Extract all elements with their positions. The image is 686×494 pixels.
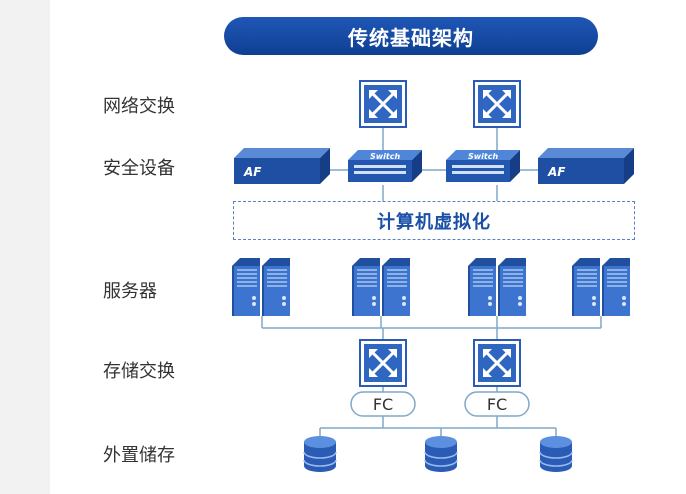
storage-disk-icon: [424, 435, 458, 473]
storage-disk-icon: [539, 435, 573, 473]
firewall-af-device: AF: [234, 148, 330, 184]
firewall-af-device: AF: [538, 148, 634, 184]
label-external-storage: 外置储存: [103, 445, 175, 466]
server-icon: [498, 258, 526, 316]
server-icon: [352, 258, 380, 316]
label-security: 安全设备: [103, 158, 175, 179]
storage-switch-icon: [358, 338, 408, 388]
af-label: AF: [243, 165, 262, 179]
network-switch-icon: [472, 79, 522, 129]
switch-label: Switch: [468, 152, 498, 161]
security-switch-device: Switch: [348, 150, 422, 182]
svg-text:FC: FC: [373, 395, 393, 414]
left-margin-panel: [0, 0, 50, 494]
svg-text:FC: FC: [487, 395, 507, 414]
security-switch-device: Switch: [446, 150, 520, 182]
diagram-title: 传统基础架构: [224, 17, 598, 55]
server-icon: [468, 258, 496, 316]
fc-badge: FC: [464, 391, 530, 417]
fc-badge: FC: [350, 391, 416, 417]
server-icon: [572, 258, 600, 316]
af-label: AF: [547, 165, 566, 179]
virtualization-layer: 计算机虚拟化: [233, 201, 635, 240]
network-switch-icon: [358, 79, 408, 129]
server-icon: [382, 258, 410, 316]
switch-label: Switch: [370, 152, 400, 161]
label-servers: 服务器: [103, 281, 157, 302]
server-icon: [232, 258, 260, 316]
storage-switch-icon: [472, 338, 522, 388]
label-network-switch: 网络交换: [103, 96, 175, 117]
label-storage-switch: 存储交换: [103, 361, 175, 382]
server-icon: [262, 258, 290, 316]
connection-lines: [261, 127, 602, 436]
server-icon: [602, 258, 630, 316]
storage-disk-icon: [303, 435, 337, 473]
